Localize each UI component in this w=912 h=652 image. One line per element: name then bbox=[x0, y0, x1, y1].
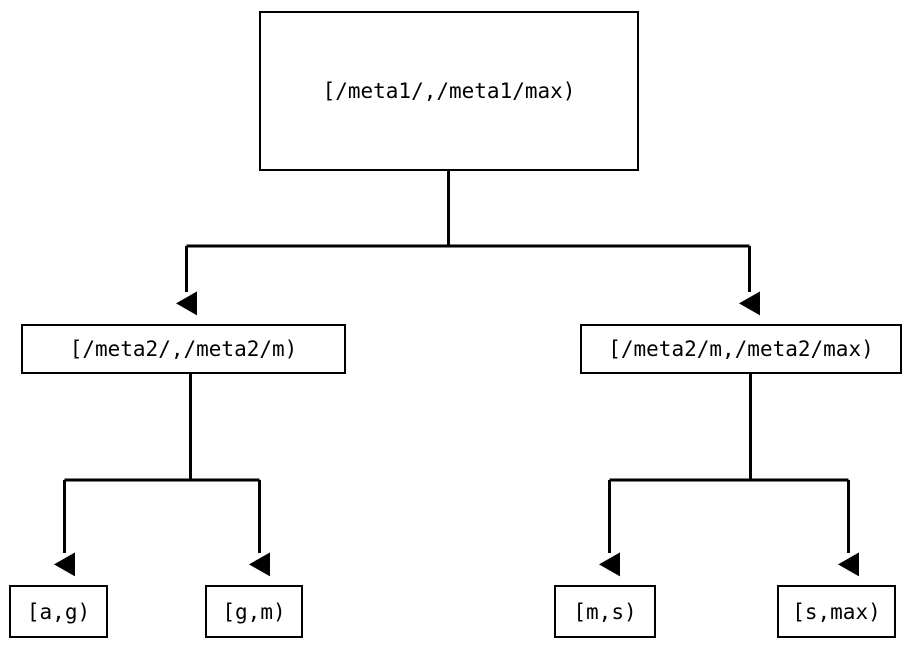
edge-level2right-to-leaves bbox=[599, 374, 859, 577]
node-level2-right-label: [/meta2/m,/meta2/max) bbox=[608, 337, 874, 361]
node-leaf-s-max-label: [s,max) bbox=[792, 599, 881, 624]
node-leaf-m-s[interactable]: [m,s) bbox=[554, 585, 656, 638]
node-level2-left-label: [/meta2/,/meta2/m) bbox=[69, 337, 298, 361]
node-root[interactable]: [/meta1/,/meta1/max) bbox=[259, 11, 639, 171]
edge-root-to-level2 bbox=[176, 171, 760, 316]
node-leaf-m-s-label: [m,s) bbox=[573, 599, 637, 624]
edge-level2left-to-leaves bbox=[54, 374, 270, 577]
node-leaf-s-max[interactable]: [s,max) bbox=[777, 585, 896, 638]
node-leaf-a-g-label: [a,g) bbox=[26, 599, 91, 624]
node-level2-left[interactable]: [/meta2/,/meta2/m) bbox=[21, 324, 346, 374]
node-leaf-a-g[interactable]: [a,g) bbox=[9, 585, 108, 638]
node-level2-right[interactable]: [/meta2/m,/meta2/max) bbox=[580, 324, 902, 374]
node-leaf-g-m[interactable]: [g,m) bbox=[205, 585, 303, 638]
node-leaf-g-m-label: [g,m) bbox=[222, 599, 286, 624]
node-root-label: [/meta1/,/meta1/max) bbox=[322, 79, 576, 103]
